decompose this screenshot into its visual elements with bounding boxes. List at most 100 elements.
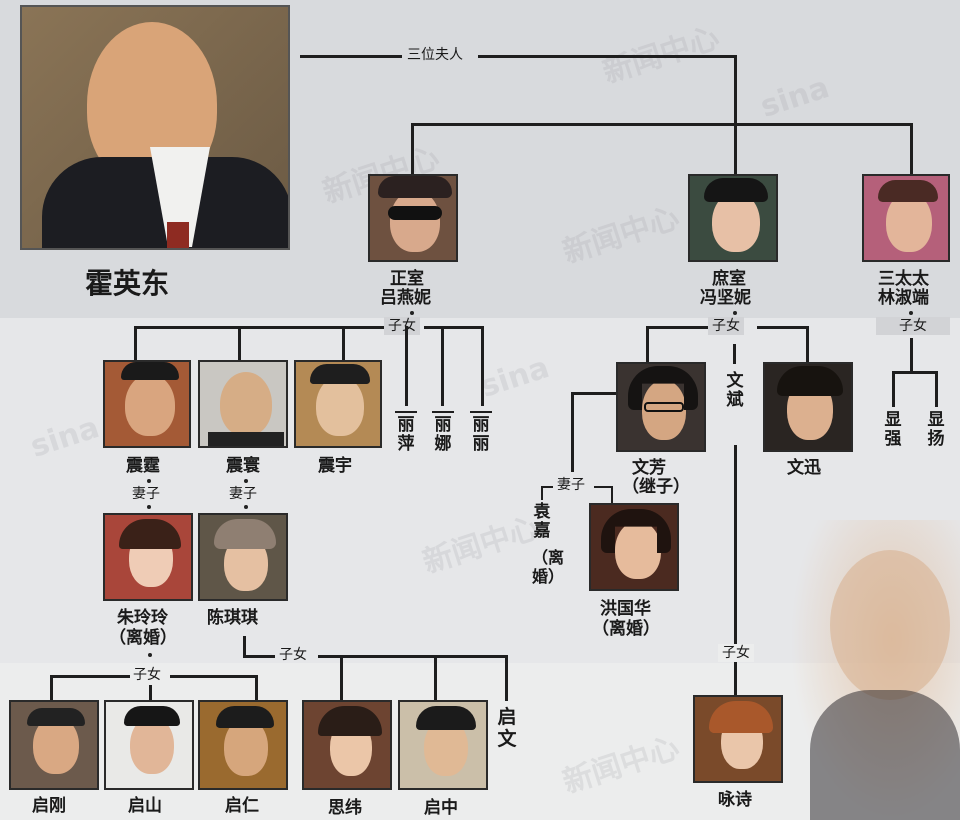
children-label: 子女: [708, 317, 744, 335]
connector-line: [734, 445, 737, 695]
connector-line: [481, 326, 484, 406]
connector-line: [424, 326, 484, 329]
wife-1-name: 吕燕妮: [380, 288, 431, 308]
hongguohua-name: 洪国华: [600, 599, 651, 619]
yuanjia-note: （离婚）: [532, 548, 565, 586]
wife-2-photo: [688, 174, 778, 262]
connector-line: [892, 371, 895, 407]
grandchild-5-photo: [398, 700, 488, 790]
connector-line: [571, 392, 574, 472]
connector-line: [134, 326, 384, 329]
children-label: 子女: [718, 644, 754, 662]
wenxun-photo: [763, 362, 853, 452]
children-label: 子女: [876, 317, 950, 335]
children-label: 子女: [133, 667, 161, 683]
connector-line: [134, 326, 137, 360]
connector-line: [646, 326, 708, 329]
wenbin-name: 文斌: [726, 371, 744, 410]
son-1-photo: [103, 360, 191, 448]
connector-line: [300, 55, 402, 58]
connector-dot: [410, 311, 414, 315]
hongguohua-photo: [589, 503, 679, 591]
patriarch-photo: [20, 5, 290, 250]
connector-line: [541, 486, 553, 488]
connector-line: [935, 371, 938, 407]
connector-line: [541, 486, 543, 500]
connector-dot: [147, 505, 151, 509]
wenfang-note: （继子）: [622, 477, 690, 497]
connector-line: [405, 326, 408, 406]
grandchild-3-name: 启仁: [225, 796, 259, 816]
title-label: 三位夫人: [404, 46, 466, 64]
spouse-1-name: 朱玲玲: [117, 608, 168, 628]
connector-line: [340, 655, 343, 701]
connector-dot: [244, 505, 248, 509]
patriarch-faded-portrait: [790, 520, 960, 820]
connector-line: [342, 326, 345, 360]
connector-line: [733, 344, 736, 364]
connector-line: [478, 55, 736, 58]
children-label: 子女: [384, 317, 420, 335]
connector-line: [243, 655, 275, 658]
grandchild-1-photo: [9, 700, 99, 790]
connector-line: [505, 655, 508, 701]
wife-3-name: 林淑端: [878, 288, 929, 308]
connector-line: [50, 675, 53, 701]
patriarch-name: 霍英东: [85, 267, 170, 300]
connector-line: [238, 326, 241, 360]
wife-1-photo: [368, 174, 458, 262]
connector-dot: [148, 653, 152, 657]
grandchild-6-name: 启文: [497, 706, 517, 750]
connector-line: [571, 392, 616, 395]
connector-line: [255, 675, 258, 701]
connector-dot: [909, 311, 913, 315]
grandchild-4-name: 思纬: [328, 798, 362, 818]
yuanjia-name: 袁嘉: [533, 502, 551, 541]
connector-line: [243, 636, 246, 658]
grandchild-3-photo: [198, 700, 288, 790]
yongshi-name: 咏诗: [718, 790, 752, 810]
yongshi-photo: [693, 695, 783, 783]
spouse-2-photo: [198, 513, 288, 601]
third-wife-child-2: 显扬: [927, 410, 945, 449]
wife-1-title: 正室: [390, 269, 424, 289]
connector-line: [734, 123, 737, 175]
third-wife-child-1: 显强: [884, 410, 902, 449]
connector-line: [910, 123, 913, 175]
connector-line: [646, 326, 649, 362]
connector-line: [411, 123, 913, 126]
daughter-2-name: 丽娜: [434, 415, 452, 454]
connector-line: [594, 486, 612, 488]
wife-2-name: 冯坚妮: [700, 288, 751, 308]
daughter-3-name: 丽丽: [472, 415, 490, 454]
grandchild-1-name: 启刚: [32, 796, 66, 816]
children-label: 子女: [279, 647, 307, 663]
wenxun-name: 文迅: [787, 458, 821, 478]
son-3-name: 震宇: [318, 456, 352, 476]
connector-line: [892, 371, 938, 374]
connector-line: [806, 326, 809, 362]
hongguohua-note: （离婚）: [592, 619, 660, 639]
connector-line: [411, 123, 414, 175]
connector-dot: [244, 479, 248, 483]
connector-line: [318, 655, 508, 658]
grandchild-2-photo: [104, 700, 194, 790]
connector-line: [50, 675, 130, 678]
connector-line: [611, 486, 613, 504]
connector-line: [441, 326, 444, 406]
connector-line: [434, 655, 437, 701]
connector-dot: [147, 479, 151, 483]
spouse-1-note: （离婚）: [109, 628, 177, 648]
wife-2-title: 庶室: [712, 269, 746, 289]
grandchild-5-name: 启中: [424, 798, 458, 818]
spouse-2-name: 陈琪琪: [207, 608, 258, 628]
wife-label: 妻子: [557, 477, 585, 493]
connector-dot: [733, 311, 737, 315]
wife-label: 妻子: [229, 486, 257, 502]
son-3-photo: [294, 360, 382, 448]
wenfang-name: 文芳: [632, 458, 666, 478]
son-1-name: 震霆: [126, 456, 160, 476]
wenfang-photo: [616, 362, 706, 452]
connector-line: [170, 675, 258, 678]
connector-line: [149, 685, 152, 701]
